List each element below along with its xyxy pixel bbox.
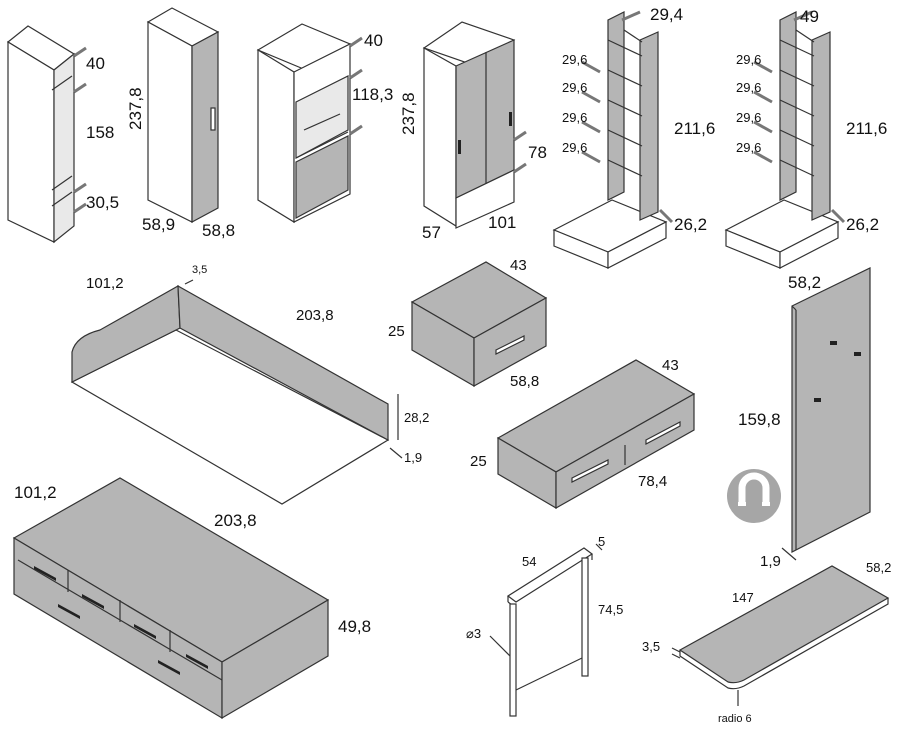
narrow-wardrobe-height-dim: 237,8	[126, 87, 145, 130]
open-wardrobe-bottom-dim: 30,5	[86, 193, 119, 212]
shelf-unit-1: 29,4 29,6 29,6 29,6 29,6 211,6 26,2	[552, 5, 715, 269]
desk-top-depth-dim: 58,2	[866, 560, 891, 575]
desk-unit: 40 118,3	[256, 23, 393, 224]
sliding-wardrobe-drawer-dim: 78	[528, 143, 547, 162]
shelf-unit-1-shelf-3-dim: 29,6	[562, 110, 587, 125]
shelf-unit-1-base-dim: 26,2	[674, 215, 707, 234]
bed-frame-board-dim: 3,5	[192, 264, 207, 276]
sliding-wardrobe-width-dim: 101	[488, 213, 516, 232]
desk-top-length-dim: 147	[732, 590, 754, 605]
nightstand-depth-dim: 43	[510, 257, 527, 274]
narrow-wardrobe-depth-dim: 58,9	[142, 215, 175, 234]
magnet-icon	[727, 469, 781, 523]
shelf-unit-2-height-dim: 211,6	[846, 119, 887, 138]
open-wardrobe: 40 158 30,5	[6, 25, 119, 244]
drawer-unit-width-dim: 78,4	[638, 473, 667, 490]
bed-frame-width-dim: 101,2	[86, 275, 124, 292]
bed-frame-height-dim: 28,2	[404, 410, 429, 425]
bed-frame-base-dim: 1,9	[404, 450, 422, 465]
shelf-unit-1-shelf-2-dim: 29,6	[562, 80, 587, 95]
desk-frame: 54 5 74,5 ⌀3	[466, 534, 623, 717]
drawer-unit: 43 25 78,4	[470, 357, 696, 510]
shelf-unit-1-shelf-1-dim: 29,6	[562, 52, 587, 67]
shelf-unit-2: 49 29,6 29,6 29,6 29,6 211,6 26,2	[724, 7, 887, 269]
drawer-unit-height-dim: 25	[470, 453, 487, 470]
shelf-unit-2-shelf-1-dim: 29,6	[736, 52, 761, 67]
bed-drawers-length-dim: 203,8	[214, 511, 257, 530]
shelf-unit-1-shelf-4-dim: 29,6	[562, 140, 587, 155]
desk-frame-height-dim: 74,5	[598, 602, 623, 617]
shelf-unit-2-shelf-4-dim: 29,6	[736, 140, 761, 155]
drawer-unit-depth-dim: 43	[662, 357, 679, 374]
nightstand-height-dim: 25	[388, 323, 405, 340]
shelf-unit-1-height-dim: 211,6	[674, 119, 715, 138]
bed-drawers-height-dim: 49,8	[338, 617, 371, 636]
narrow-wardrobe: 237,8 58,9 58,8	[126, 7, 235, 240]
sliding-wardrobe-height-dim: 237,8	[399, 92, 418, 135]
wall-panel: 58,2 159,8 1,9	[727, 267, 871, 570]
wall-panel-width-dim: 58,2	[788, 273, 821, 292]
desk-top-radius-dim: radio 6	[718, 713, 752, 725]
desk-unit-top-dim: 40	[364, 31, 383, 50]
open-wardrobe-top-dim: 40	[86, 54, 105, 73]
sliding-wardrobe: 237,8 78 57 101	[399, 21, 547, 242]
desk-frame-diameter-dim: ⌀3	[466, 626, 481, 641]
bed-frame-length-dim: 203,8	[296, 307, 334, 324]
shelf-unit-1-width-dim: 29,4	[650, 5, 683, 24]
desk-frame-top-dim: 54	[522, 554, 536, 569]
desk-top: 147 58,2 3,5 radio 6	[642, 560, 891, 725]
bed-with-drawers: 101,2 203,8 49,8	[12, 477, 371, 720]
narrow-wardrobe-width-dim: 58,8	[202, 221, 235, 240]
desk-unit-middle-dim: 118,3	[352, 85, 393, 104]
nightstand-width-dim: 58,8	[510, 373, 539, 390]
bed-drawers-width-dim: 101,2	[14, 483, 57, 502]
nightstand: 43 25 58,8	[388, 257, 548, 390]
bed-frame: 101,2 3,5 203,8 28,2 1,9	[70, 264, 429, 505]
sliding-wardrobe-depth-dim: 57	[422, 223, 441, 242]
desk-top-thickness-dim: 3,5	[642, 639, 660, 654]
wall-panel-thickness-dim: 1,9	[760, 553, 781, 570]
shelf-unit-2-width-dim: 49	[800, 7, 819, 26]
shelf-unit-2-base-dim: 26,2	[846, 215, 879, 234]
wall-panel-height-dim: 159,8	[738, 410, 781, 429]
shelf-unit-2-shelf-3-dim: 29,6	[736, 110, 761, 125]
open-wardrobe-middle-dim: 158	[86, 123, 114, 142]
desk-frame-side-dim: 5	[598, 534, 605, 549]
shelf-unit-2-shelf-2-dim: 29,6	[736, 80, 761, 95]
